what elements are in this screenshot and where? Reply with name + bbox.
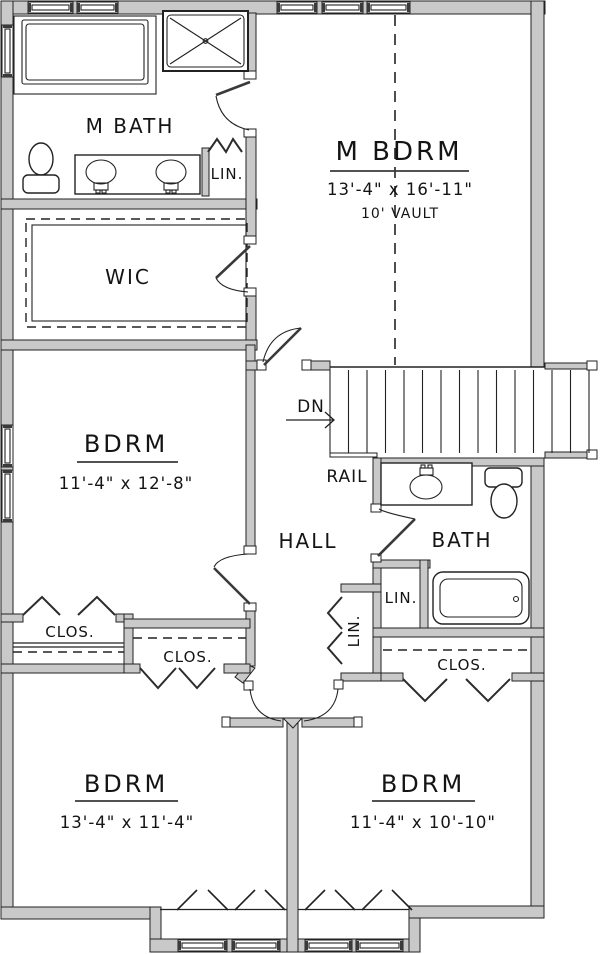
room-label-mbath: M BATH xyxy=(86,114,175,138)
closet-bath-bifold xyxy=(402,678,448,703)
linen-label-hall: LIN. xyxy=(345,615,363,648)
closet-center-bifold xyxy=(139,667,177,690)
window-icon xyxy=(366,1,411,14)
room-label-mbdrm: M BDRM xyxy=(335,137,462,167)
room-label-bdrm-br: BDRM xyxy=(381,770,465,798)
wic-door xyxy=(215,235,257,297)
dormer-ceiling-lines xyxy=(176,889,413,911)
note-mbdrm-vault: 10' VAULT xyxy=(361,206,439,222)
bdrm-bl-door xyxy=(243,680,282,722)
closet-shelf-lines xyxy=(13,15,530,911)
window-icon xyxy=(1,469,14,523)
room-label-wic: WIC xyxy=(105,265,151,289)
stairs-down-label: DN xyxy=(297,397,325,417)
bifold-doors xyxy=(22,137,511,703)
closet-left-bifold xyxy=(77,595,116,616)
window-icon xyxy=(321,1,364,14)
bath-door xyxy=(370,503,416,563)
room-label-bdrm-left: BDRM xyxy=(84,430,168,458)
dims-bdrm-left: 11'-4" x 12'-8" xyxy=(59,474,193,493)
room-label-bath: BATH xyxy=(431,528,492,552)
double-vanity-icon xyxy=(74,154,201,195)
mbath-door xyxy=(215,70,257,138)
linen-mbath-bifold xyxy=(207,137,243,154)
window-icon xyxy=(355,939,404,952)
window-icon xyxy=(1,424,14,468)
room-label-bdrm-bl: BDRM xyxy=(84,770,168,798)
fixtures xyxy=(13,10,530,625)
mbdrm-door xyxy=(256,327,312,371)
shower-icon xyxy=(162,10,249,72)
down-arrow-icon xyxy=(286,411,335,429)
dims-mbdrm: 13'-4" x 16'-11" xyxy=(327,180,473,199)
wic-shelf-solid xyxy=(31,224,247,322)
doors xyxy=(213,70,416,722)
bdrm-left-door xyxy=(213,545,257,612)
tub-icon xyxy=(13,15,157,95)
window-icon xyxy=(276,1,318,14)
window-icon xyxy=(27,1,74,14)
wic-shelf-dashed xyxy=(25,218,248,328)
linen-label-mbath: LIN. xyxy=(211,165,244,183)
staircase xyxy=(286,366,590,458)
room-label-hall: HALL xyxy=(278,529,337,553)
linen-hall-bifold xyxy=(326,596,343,630)
window-icon xyxy=(304,939,353,952)
dims-bdrm-br: 11'-4" x 10'-10" xyxy=(350,813,496,832)
closet-label-center: CLOS. xyxy=(163,648,212,666)
toilet-icon xyxy=(22,142,60,194)
windows xyxy=(1,1,411,952)
rail-label: RAIL xyxy=(326,467,367,487)
bath-vanity-icon xyxy=(380,462,473,506)
window-icon xyxy=(177,939,228,952)
toilet-icon xyxy=(484,467,523,519)
linen-label-bath: LIN. xyxy=(385,589,418,607)
closet-label-left: CLOS. xyxy=(45,623,94,641)
closet-left-bifold xyxy=(22,595,61,616)
closet-center-bifold xyxy=(178,667,216,690)
closet-bath-bifold xyxy=(465,678,511,703)
bdrm-br-door xyxy=(303,679,344,722)
bathtub-icon xyxy=(432,571,530,625)
stair-treads xyxy=(329,370,590,453)
window-icon xyxy=(1,24,14,78)
linen-hall-bifold xyxy=(326,631,343,665)
closet-label-bath: CLOS. xyxy=(437,656,486,674)
stair-rail xyxy=(329,452,378,458)
labels: M BATH LIN. WIC M BDRM 13'-4" x 16'-11" … xyxy=(45,114,496,832)
window-icon xyxy=(231,939,281,952)
dims-bdrm-bl: 13'-4" x 11'-4" xyxy=(60,813,194,832)
window-icon xyxy=(76,1,119,14)
